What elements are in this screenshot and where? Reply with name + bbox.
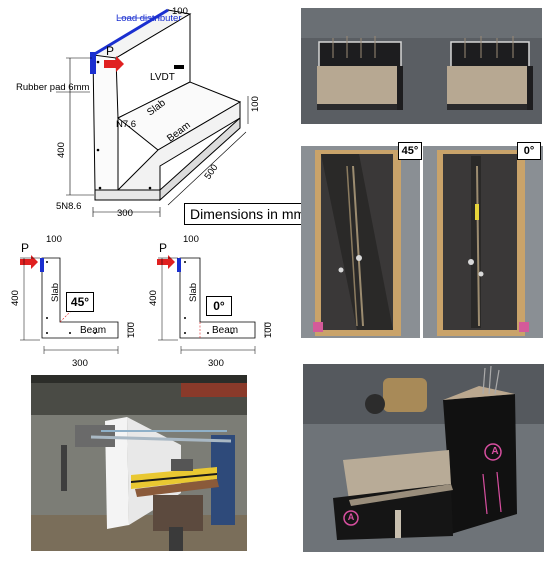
- photo-angle-label-45: 45°: [398, 142, 422, 160]
- section-45-height: 400: [10, 290, 21, 306]
- photo-formwork-molds-art: [301, 8, 542, 124]
- section-0-beam-height: 100: [263, 322, 274, 338]
- specimen-mark-a-lower: A: [347, 512, 355, 522]
- section-0-diagram: P 100 400 Slab Beam 100 300: [148, 234, 274, 369]
- photo-formwork-molds: [301, 8, 542, 124]
- section-0-top-width: 100: [183, 234, 199, 245]
- lvdt-sensor: [174, 65, 184, 69]
- specimen-mark-a-upper: A: [491, 446, 499, 457]
- isometric-specimen-outline: [91, 9, 242, 202]
- length-label: 500: [202, 162, 220, 181]
- section-45-beam: Beam: [80, 325, 106, 336]
- n-bar-label: N7.6: [116, 119, 136, 130]
- lvdt-label: LVDT: [150, 72, 175, 83]
- section-45-width: 300: [72, 358, 88, 369]
- section-0-slab: Slab: [188, 283, 199, 302]
- isometric-rebar-dots: [96, 60, 152, 190]
- isometric-dimension-lines: [66, 9, 249, 217]
- photo-formwork-0-art: [423, 146, 543, 338]
- load-arrow-shape: [104, 56, 124, 72]
- photo-test-setup-art: [31, 375, 247, 551]
- load-distributor-label: Load distributer: [116, 13, 181, 24]
- section-0-angle-box: 0°: [206, 296, 232, 316]
- section-0-p-label: P: [159, 241, 167, 255]
- rubber-pad-rect: [90, 52, 96, 74]
- section-0-width: 300: [208, 358, 224, 369]
- section-45-top-width: 100: [46, 234, 62, 245]
- section-0-beam: Beam: [212, 325, 238, 336]
- section-0-height: 400: [148, 290, 159, 306]
- photo-test-setup: [31, 375, 247, 551]
- dimensions-note: Dimensions in mm: [184, 203, 312, 225]
- load-p-label: P: [106, 44, 114, 58]
- section-45-diagram: P 100 400 Slab Beam 100 300: [10, 234, 137, 369]
- width-label: 300: [117, 208, 133, 219]
- photo-angle-label-0: 0°: [517, 142, 541, 160]
- section-45-slab: Slab: [50, 283, 61, 302]
- side-height-label: 100: [250, 96, 261, 112]
- section-45-beam-height: 100: [126, 322, 137, 338]
- photo-specimen: [303, 364, 544, 552]
- height-label: 400: [56, 142, 67, 158]
- bottom-bars-label: 5N8.6: [56, 201, 81, 212]
- section-45-angle-box: 45°: [66, 292, 94, 312]
- photo-specimen-art: [303, 364, 544, 552]
- rubber-pad-label: Rubber pad 6mm: [16, 82, 89, 93]
- section-45-p-label: P: [21, 241, 29, 255]
- photo-formwork-45: [301, 146, 420, 338]
- top-width-label: 100: [172, 6, 188, 17]
- photo-formwork-0: [423, 146, 543, 338]
- photo-formwork-45-art: [301, 146, 420, 338]
- load-distributor-line: [92, 8, 169, 57]
